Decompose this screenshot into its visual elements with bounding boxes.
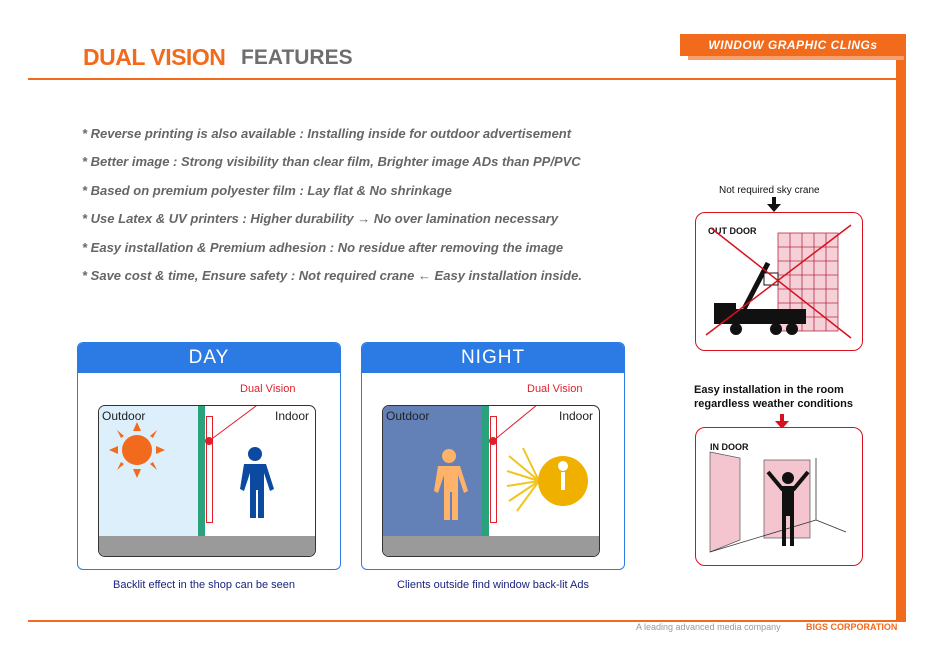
cross-line — [705, 224, 852, 336]
lamp-light-label: Lamp light — [541, 505, 592, 517]
right-accent-bar — [896, 34, 906, 620]
day-illustration — [109, 406, 274, 518]
feature-item: * Based on premium polyester film : Lay … — [82, 182, 452, 198]
side-window — [709, 451, 741, 553]
sun-icon — [109, 422, 165, 478]
night-caption: Clients outside find window back-lit Ads — [397, 579, 589, 591]
callout-line — [208, 406, 257, 442]
day-outdoor-label: Outdoor — [102, 409, 146, 423]
night-indoor-label: Indoor — [559, 409, 594, 423]
person-raising-arms-icon — [766, 470, 810, 546]
day-panel-title: DAY — [78, 343, 340, 373]
window-glass — [198, 406, 205, 536]
footer-company: BIGS CORPORATION — [806, 622, 898, 632]
night-panel-title: NIGHT — [362, 343, 624, 373]
outdoor-install-illustration: OUT DOOR — [695, 212, 863, 351]
floor — [383, 536, 599, 556]
dual-vision-film — [490, 416, 497, 523]
night-panel: NIGHT Dual Vision Outdoor Indoor Lamp li… — [361, 342, 625, 570]
indoor-caption-line1: Easy installation in the room — [694, 384, 844, 396]
person-icon — [240, 447, 274, 518]
crane-scene — [705, 224, 852, 339]
callout-line — [492, 406, 537, 442]
night-outdoor-area — [383, 406, 485, 536]
outdoor-caption: Not required sky crane — [719, 185, 820, 196]
outdoor-label: OUT DOOR — [708, 226, 757, 236]
moon-icon — [401, 428, 431, 462]
footer-tagline: A leading advanced media company — [636, 622, 781, 632]
feature-item: * Use Latex & UV printers : Higher durab… — [82, 211, 559, 227]
lamp-light-rays — [506, 447, 540, 512]
person-icon — [434, 449, 468, 520]
day-scene: Outdoor Indoor — [98, 405, 316, 557]
room-scene — [709, 451, 847, 553]
callout-dot — [205, 437, 213, 445]
night-scene: Outdoor Indoor Lamp light — [382, 405, 600, 557]
feature-list: * Reverse printing is also available : I… — [82, 126, 582, 296]
footer-divider — [28, 620, 906, 622]
indoor-caption-line2: regardless weather conditions — [694, 398, 853, 410]
window-glass — [482, 406, 489, 536]
callout-dot — [489, 437, 497, 445]
night-outdoor-label: Outdoor — [386, 409, 430, 423]
header-divider — [28, 78, 904, 80]
day-panel: DAY Dual Vision Outdoor Indoor — [77, 342, 341, 570]
down-arrow-icon — [767, 197, 781, 212]
category-tag: WINDOW GRAPHIC CLINGs — [680, 34, 906, 56]
floor — [99, 536, 315, 556]
truck-icon — [714, 261, 806, 335]
night-illustration — [401, 406, 588, 520]
feature-item: * Easy installation & Premium adhesion :… — [82, 239, 564, 255]
day-outdoor-area — [99, 406, 201, 536]
night-dual-vision-label: Dual Vision — [527, 383, 583, 395]
day-dual-vision-label: Dual Vision — [240, 383, 296, 395]
cross-line — [710, 227, 852, 339]
indoor-label: IN DOOR — [710, 442, 749, 452]
feature-item: * Save cost & time, Ensure safety : Not … — [82, 267, 582, 283]
feature-item: * Reverse printing is also available : I… — [82, 126, 572, 141]
page-title: DUAL VISION — [83, 44, 226, 70]
dual-vision-film — [206, 416, 213, 523]
category-tag-shadow — [688, 56, 904, 60]
down-arrow-icon — [775, 414, 789, 429]
day-caption: Backlit effect in the shop can be seen — [113, 579, 296, 591]
day-indoor-label: Indoor — [275, 409, 310, 423]
indoor-install-illustration: IN DOOR — [695, 427, 863, 566]
feature-item: * Better image : Strong visibility than … — [82, 154, 581, 170]
page-subtitle: FEATURES — [241, 46, 353, 69]
